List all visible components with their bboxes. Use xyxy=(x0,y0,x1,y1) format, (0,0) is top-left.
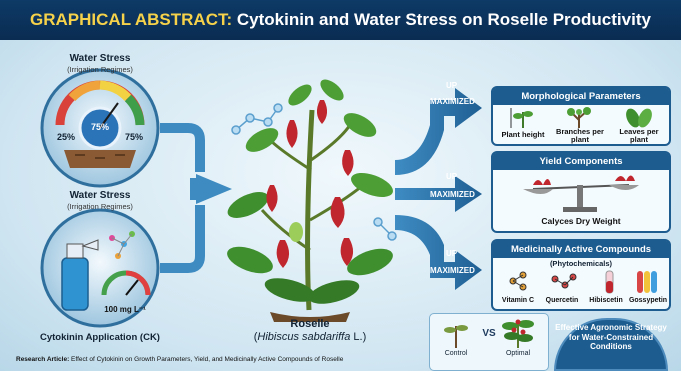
arrow-morphological xyxy=(395,88,482,175)
plant-scientific: (Hibiscus sabdariffa L.) xyxy=(240,331,380,343)
plant-name: Roselle xyxy=(290,318,330,330)
gauge-left-label: 25% xyxy=(56,132,75,142)
panel-morphological: Morphological Parameters Plant height Br… xyxy=(491,86,671,146)
plant-scientific-italic: Hibiscus sabdariffa xyxy=(257,331,351,343)
plant-scientific-close: L.) xyxy=(350,331,367,343)
water-stress-bottom-subtitle: (Irrigation Regimes) xyxy=(67,202,133,211)
title-prefix: GRAPHICAL ABSTRACT: xyxy=(30,10,233,29)
hibiscetin-icon xyxy=(605,270,614,294)
arrow3-up: UP xyxy=(446,249,458,258)
connector-top xyxy=(160,123,205,172)
arrow1-label: MAXIMIZED xyxy=(430,97,475,106)
connector-head xyxy=(196,174,232,204)
plant-height-icon xyxy=(510,108,533,128)
arrow-yield xyxy=(395,176,482,212)
arrow2-up: UP xyxy=(446,172,458,181)
comparison-control: Control xyxy=(444,350,468,357)
molecule-icon-2 xyxy=(373,217,397,241)
morph-item-height: Plant height xyxy=(501,130,545,139)
cytokinin-spray-icon xyxy=(40,208,160,328)
water-stress-gauge-icon xyxy=(40,68,160,188)
scale-icon xyxy=(523,175,639,212)
footer-citation: Research Article: Effect of Cytokinin on… xyxy=(16,356,343,363)
water-stress-bottom-title: Water Stress xyxy=(69,190,131,201)
arrow2-label: MAXIMIZED xyxy=(430,190,475,199)
compound-quercetin: Quercetin xyxy=(545,297,579,304)
footer-label: Research Article: xyxy=(16,356,70,363)
panel-medicinal-title: Medicinally Active Compounds xyxy=(493,241,669,258)
water-stress-top-subtitle: (Irrigation Regimes) xyxy=(67,65,133,74)
cytokinin-label: Cytokinin Application (CK) xyxy=(40,332,160,343)
roselle-plant-icon xyxy=(227,79,393,322)
panel-yield: Yield Components Calyces Dry Weight xyxy=(491,151,671,233)
compound-icons xyxy=(509,270,657,294)
morph-item-branches: Branches per plant xyxy=(556,127,604,144)
branches-icon xyxy=(567,107,591,128)
arrow-medicinal xyxy=(395,215,482,290)
quercetin-icon xyxy=(551,273,577,289)
comparison-box: VS Control Optimal xyxy=(429,313,549,371)
header-banner: GRAPHICAL ABSTRACT: Cytokinin and Water … xyxy=(0,0,681,40)
morph-icons xyxy=(510,107,652,128)
morph-item-leaves: Leaves per plant xyxy=(619,127,659,144)
arrow3-label: MAXIMIZED xyxy=(430,266,475,275)
water-stress-top-title: Water Stress xyxy=(69,53,131,64)
footer-text: Effect of Cytokinin on Growth Parameters… xyxy=(71,356,344,363)
comparison-optimal: Optimal xyxy=(505,350,531,357)
gossypetin-icon xyxy=(637,271,657,293)
title-main: Cytokinin and Water Stress on Roselle Pr… xyxy=(236,10,651,29)
vitamin-c-icon xyxy=(509,271,527,291)
comparison-vs: VS xyxy=(482,328,496,339)
yield-caption: Calyces Dry Weight xyxy=(541,216,621,226)
compound-hibiscetin: Hibiscetin xyxy=(589,297,623,304)
plant-scientific-open: ( xyxy=(253,331,258,343)
gauge-center-label: 75% xyxy=(90,122,109,132)
strategy-text: Effective Agronomic Strategy for Water-C… xyxy=(555,323,667,351)
panel-medicinal: Medicinally Active Compounds (Phytochemi… xyxy=(491,239,671,311)
panel-morphological-title: Morphological Parameters xyxy=(493,88,669,105)
connector-bottom xyxy=(160,205,205,273)
comparison-plants-icon xyxy=(444,319,534,348)
compound-vitamin-c: Vitamin C xyxy=(501,297,535,304)
page-title: GRAPHICAL ABSTRACT: Cytokinin and Water … xyxy=(0,10,681,30)
compound-gossypetin: Gossypetin xyxy=(628,297,668,304)
medicinal-subtitle: (Phytochemicals) xyxy=(549,259,613,268)
leaves-icon xyxy=(626,108,652,128)
panel-yield-title: Yield Components xyxy=(493,153,669,170)
cytokinin-dose: 100 mg L⁻¹ xyxy=(104,305,146,314)
molecule-icon xyxy=(231,103,283,135)
arrow1-up: UP xyxy=(446,81,458,90)
gauge-right-label: 75% xyxy=(124,132,143,142)
